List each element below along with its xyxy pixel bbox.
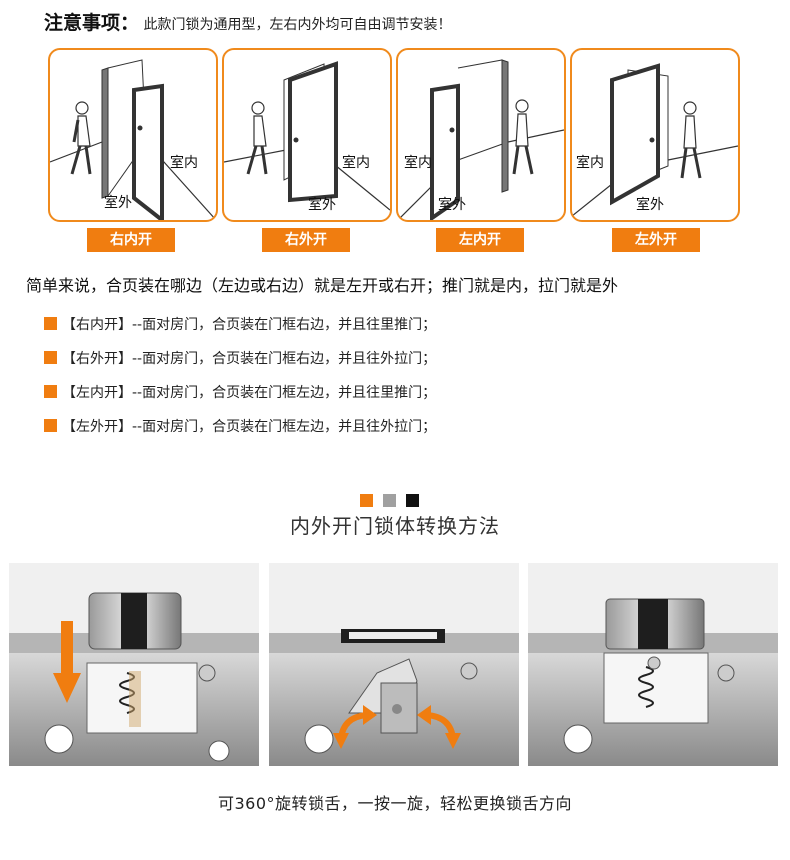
rule-text: 【左外开】--面对房门，合页装在门框左边，并且往外拉门； — [62, 419, 437, 435]
caption: 可360°旋转锁舌，一按一旋，轻松更换锁舌方向 — [217, 794, 573, 813]
dot-gray — [383, 494, 396, 507]
door-card-left-out: 室内 室外 — [570, 48, 740, 222]
notice-heading: 注意事项： — [44, 12, 140, 34]
bullet-square — [44, 317, 57, 330]
door-illustration — [224, 61, 390, 211]
walking-person-icon — [70, 101, 92, 175]
bullet-square — [44, 385, 57, 398]
dot-black — [406, 494, 419, 507]
rule-item: 【右外开】--面对房门，合页装在门框右边，并且往外拉门； — [44, 348, 436, 368]
door-illustration — [572, 63, 738, 217]
dot-orange — [360, 494, 373, 507]
label-indoor: 室内 — [342, 155, 370, 171]
rule-text: 【左内开】--面对房门，合页装在门框左边，并且往里推门； — [62, 385, 437, 401]
rule-item: 【左内开】--面对房门，合页装在门框左边，并且往里推门； — [44, 382, 436, 402]
label-outdoor: 室外 — [438, 197, 466, 213]
bullet-square — [44, 351, 57, 364]
door-tag-right-out: 右外开 — [262, 228, 350, 252]
walking-person-icon — [512, 99, 534, 175]
door-tag-left-in: 左内开 — [436, 228, 524, 252]
rule-text: 【右外开】--面对房门，合页装在门框右边，并且往外拉门； — [62, 351, 437, 367]
down-arrow-icon — [53, 621, 81, 703]
rule-text: 【右内开】--面对房门，合页装在门框右边，并且往里推门； — [62, 317, 437, 333]
label-outdoor: 室外 — [308, 197, 336, 213]
walking-person-icon — [246, 101, 268, 175]
label-indoor: 室内 — [170, 155, 198, 171]
lock-photo-2 — [269, 563, 519, 766]
lock-photo-3 — [528, 563, 778, 766]
door-tag-right-in: 右内开 — [87, 228, 175, 252]
door-card-left-in: 室内 室外 — [396, 48, 566, 222]
door-card-right-in: 室内 室外 — [48, 48, 218, 222]
summary-text: 简单来说，合页装在哪边（左边或右边）就是左开或右开；推门就是内，拉门就是外 — [26, 276, 619, 295]
label-indoor: 室内 — [576, 155, 604, 171]
door-illustration — [398, 59, 564, 220]
notice-text: 此款门锁为通用型，左右内外均可自由调节安装！ — [143, 17, 452, 33]
label-indoor: 室内 — [404, 155, 432, 171]
bullet-square — [44, 419, 57, 432]
door-illustration — [50, 59, 216, 220]
notice: 注意事项： 此款门锁为通用型，左右内外均可自由调节安装！ — [44, 8, 451, 35]
rule-item: 【右内开】--面对房门，合页装在门框右边，并且往里推门； — [44, 314, 436, 334]
section-dots — [360, 492, 429, 511]
door-tag-left-out: 左外开 — [612, 228, 700, 252]
rule-item: 【左外开】--面对房门，合页装在门框左边，并且往外拉门； — [44, 416, 436, 436]
walking-person-icon — [680, 101, 702, 179]
section-title: 内外开门锁体转换方法 — [290, 514, 500, 538]
lock-photo-1 — [9, 563, 259, 766]
label-outdoor: 室外 — [104, 195, 132, 211]
label-outdoor: 室外 — [636, 197, 664, 213]
door-card-right-out: 室内 室外 — [222, 48, 392, 222]
